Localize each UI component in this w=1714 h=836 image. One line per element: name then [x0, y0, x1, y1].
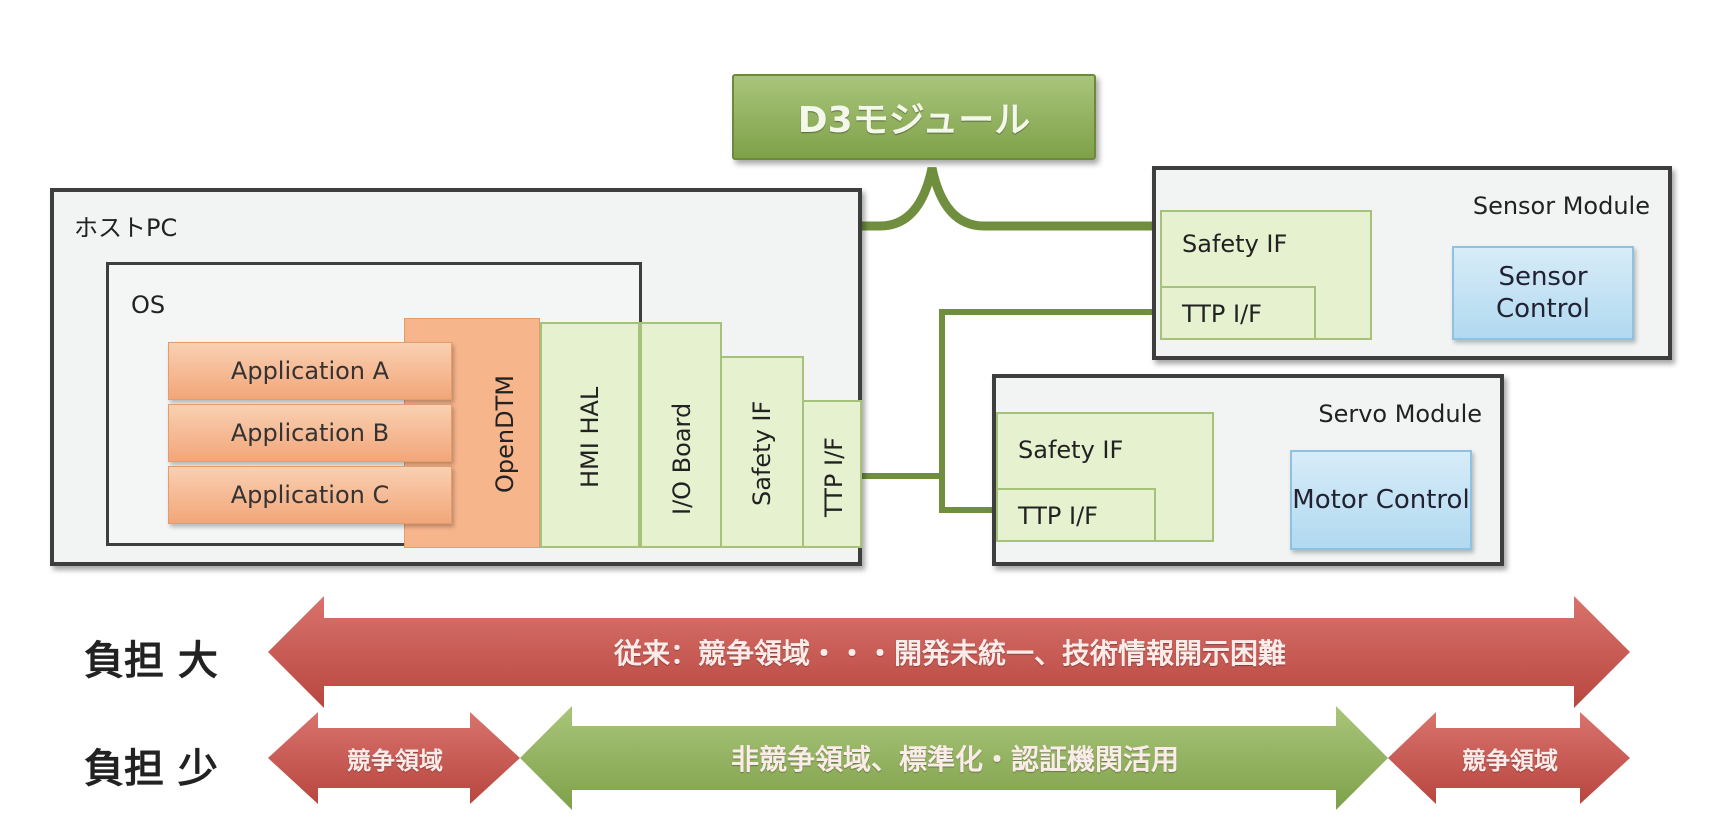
row2-left-text: 競争領域: [347, 746, 443, 775]
row1-arrow-text: 従来：競争領域・・・開発未統一、技術情報開示困難: [613, 637, 1286, 670]
hmi-hal-column: HMI HAL: [540, 322, 640, 548]
sensor-ttp-if-label: TTP I/F: [1182, 300, 1262, 328]
os-label: OS: [131, 291, 166, 319]
application-a: Application A: [168, 342, 452, 400]
row1-label: 負担 大: [84, 638, 218, 684]
sensor-control-box: Sensor Control: [1452, 246, 1634, 340]
servo-ttp-if-box: TTP I/F: [996, 488, 1156, 542]
row2-center-arrow: [520, 706, 1388, 810]
row2-right-text: 競争領域: [1462, 746, 1558, 775]
servo-module-label: Servo Module: [1318, 400, 1482, 428]
application-c: Application C: [168, 466, 452, 524]
motor-control-box: Motor Control: [1290, 450, 1472, 550]
sensor-module-label: Sensor Module: [1472, 192, 1650, 220]
application-b: Application B: [168, 404, 452, 462]
ttp-link-sensor: [862, 309, 1160, 479]
servo-ttp-if-label: TTP I/F: [1018, 502, 1098, 530]
d3-module-title: D3モジュール: [732, 74, 1096, 160]
row1-arrow: [268, 596, 1630, 708]
servo-safety-if-label: Safety IF: [1018, 436, 1124, 464]
row2-center-text: 非競争領域、標準化・認証機関活用: [730, 743, 1179, 776]
sensor-ttp-if-box: TTP I/F: [1160, 286, 1316, 340]
row2-left-arrow: [268, 712, 520, 804]
safety-if-column: Safety IF: [720, 356, 804, 548]
sensor-safety-if-label: Safety IF: [1182, 230, 1288, 258]
host-pc-label: ホストPC: [74, 214, 178, 242]
row2-right-arrow: [1388, 712, 1630, 804]
ttp-if-column: TTP I/F: [802, 400, 862, 548]
ttp-link-servo: [939, 476, 992, 513]
row2-label: 負担 少: [84, 746, 218, 792]
